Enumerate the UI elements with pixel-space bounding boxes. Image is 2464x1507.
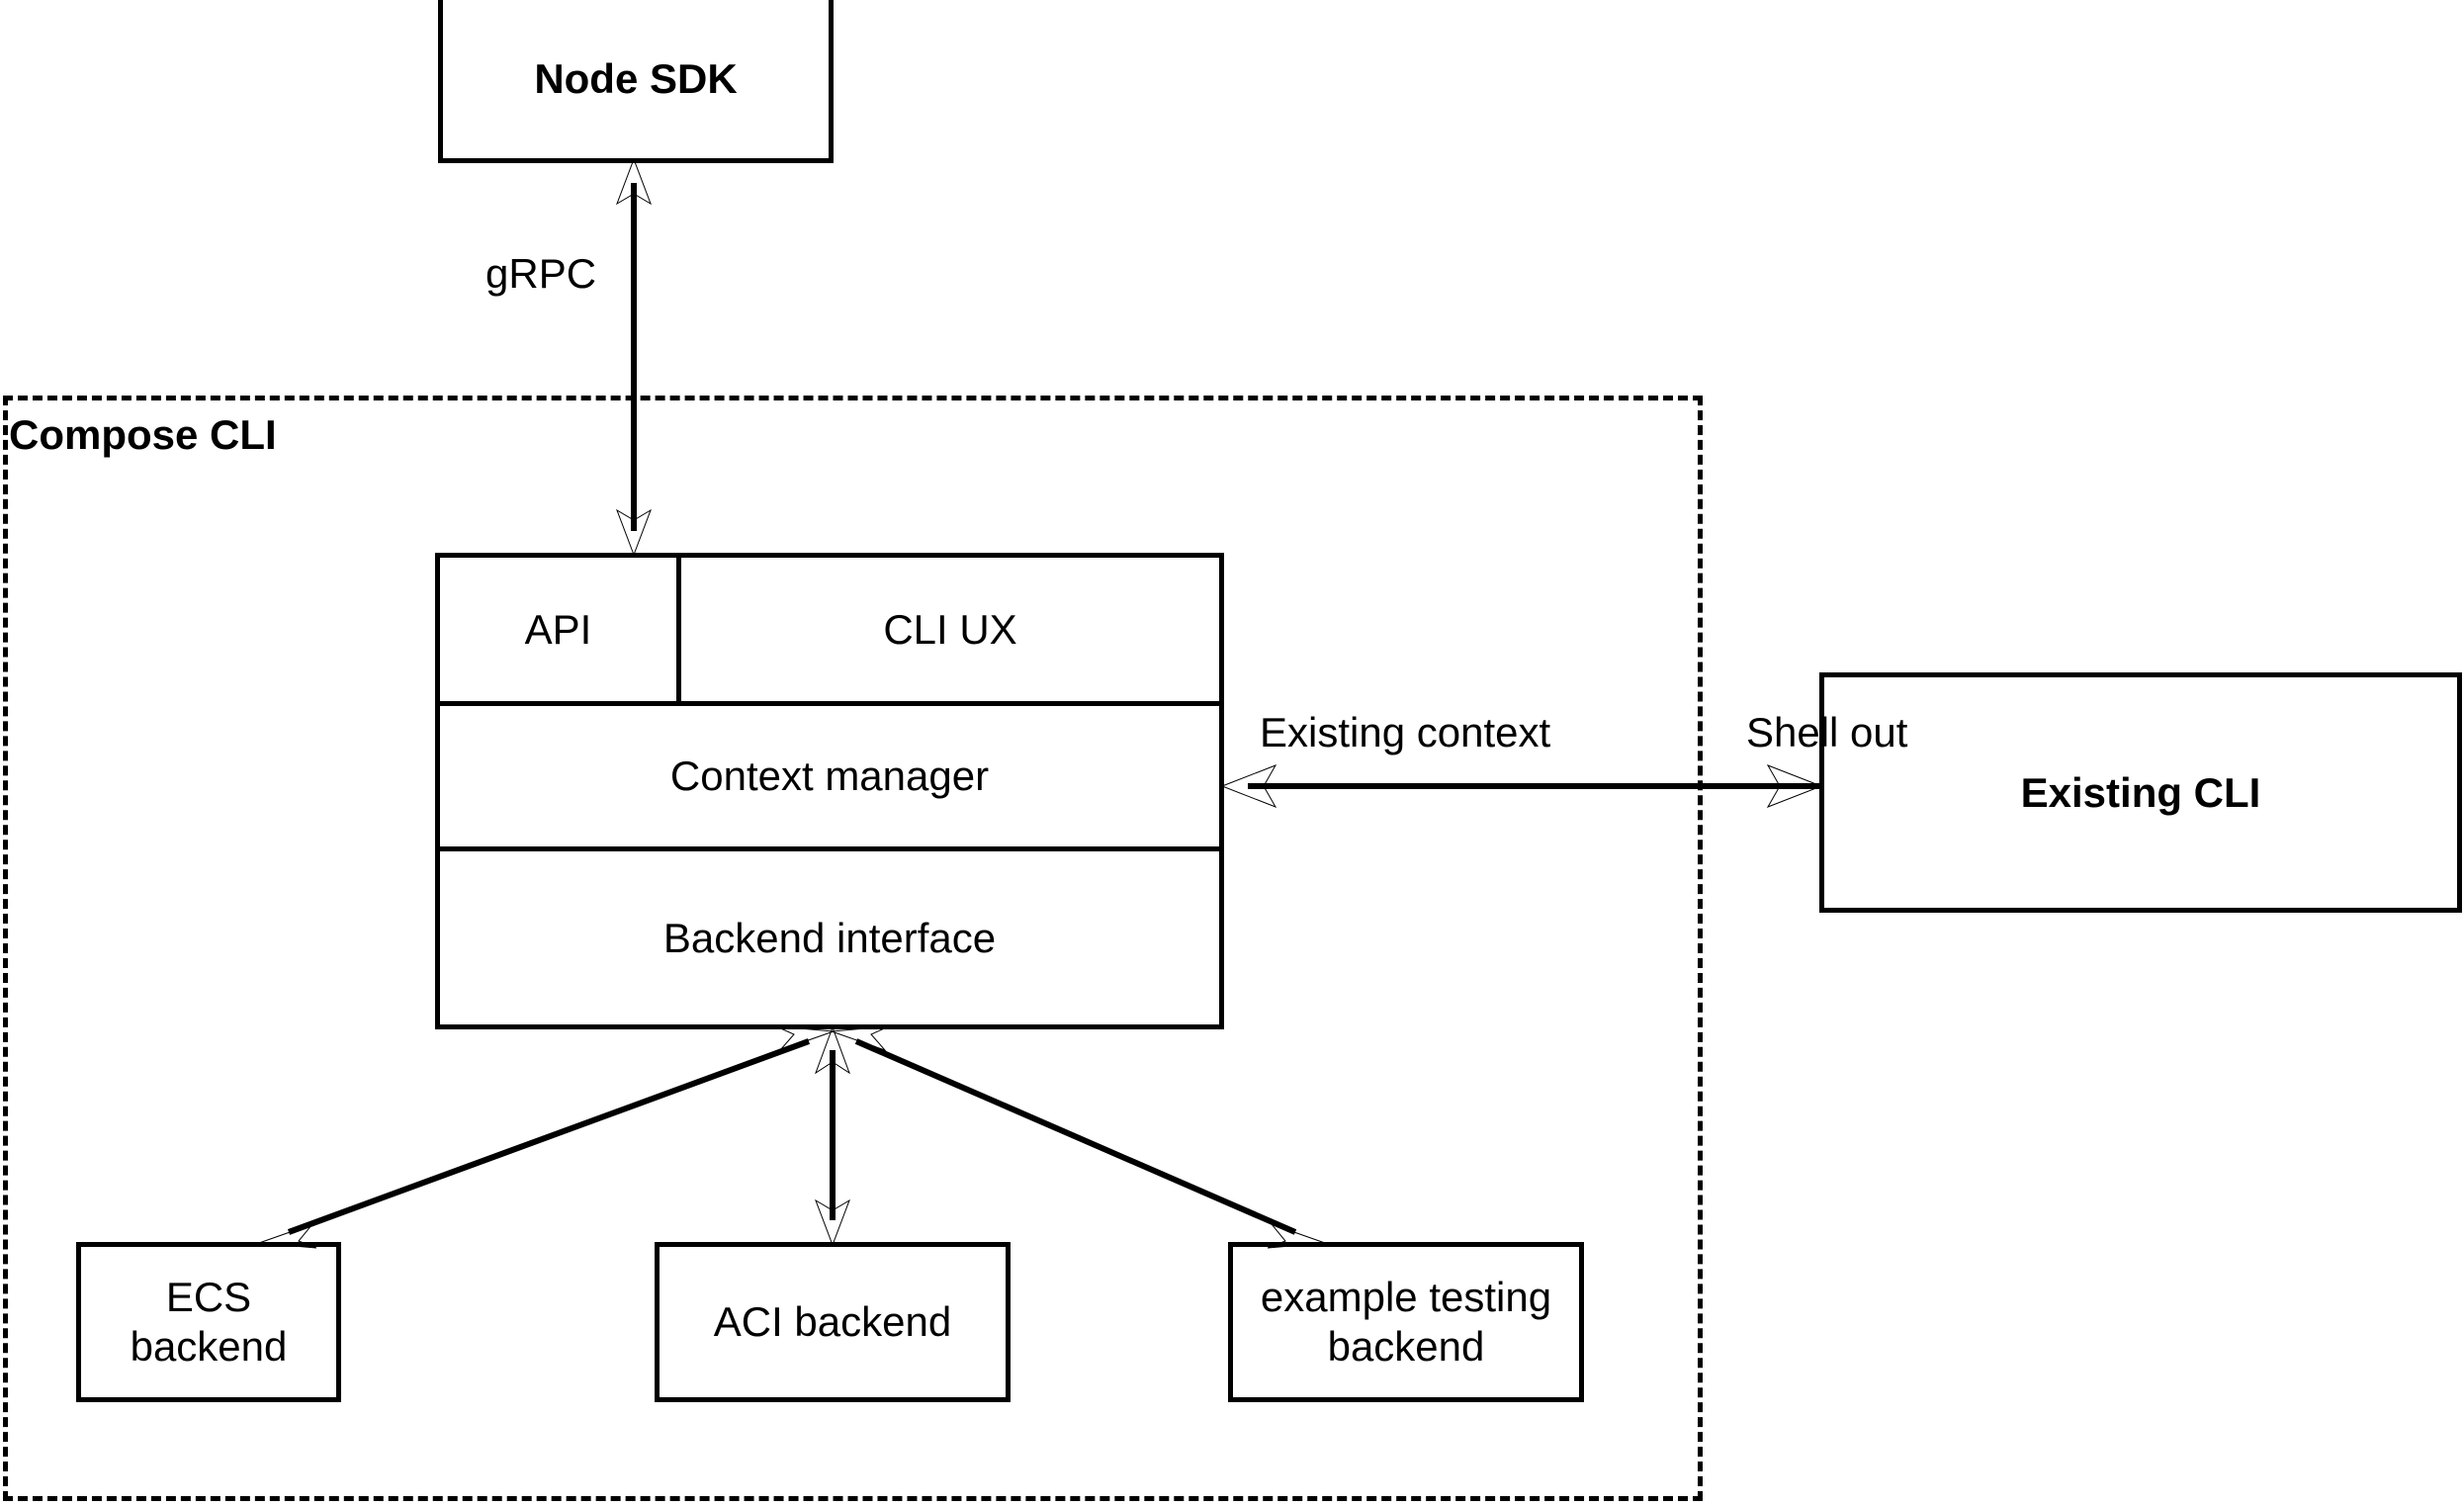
existing-cli-label: Existing CLI: [2020, 768, 2261, 816]
compose-cli-boundary-label: Compose CLI: [9, 411, 277, 458]
backend-interface-label: Backend interface: [662, 914, 997, 961]
arrowhead-right-icon: [1766, 764, 1823, 808]
arrowhead-up-icon: [815, 1025, 850, 1075]
existing-cli-box[interactable]: Existing CLI: [1819, 672, 2462, 913]
arrowhead-left-icon: [1220, 764, 1277, 808]
ecs-backend-box[interactable]: ECS backend: [76, 1242, 341, 1402]
aci-backend-label: ACI backend: [713, 1298, 952, 1346]
arrowhead-up-left-icon: [831, 1025, 890, 1052]
arrow-shell-out: [1766, 764, 1823, 808]
api-cell[interactable]: API: [440, 558, 681, 701]
arrowhead-up-right-icon: [775, 1025, 835, 1052]
cli-ux-cell[interactable]: CLI UX: [681, 558, 1219, 701]
cli-ux-label: CLI UX: [883, 605, 1017, 653]
compose-cli-component-stack: API CLI UX Context manager Backend inter…: [435, 553, 1224, 1029]
arrow-existing-context: [1220, 764, 1819, 808]
backend-interface-cell[interactable]: Backend interface: [440, 851, 1219, 1024]
arrowhead-down-icon: [815, 1198, 850, 1247]
arrowhead-down-icon: [616, 508, 652, 557]
node-sdk-label: Node SDK: [534, 55, 738, 103]
arrow-backend-example: [831, 1025, 1326, 1249]
edge-label-shell-out: Shell out: [1746, 709, 1908, 755]
example-testing-backend-label: example testing backend: [1260, 1274, 1552, 1370]
edge-label-grpc: gRPC: [485, 250, 597, 297]
arrow-backend-ecs: [258, 1025, 835, 1249]
ecs-backend-label: ECS backend: [130, 1274, 288, 1370]
context-manager-label: Context manager: [669, 753, 990, 799]
arrowhead-up-icon: [616, 157, 652, 206]
api-label: API: [524, 605, 592, 653]
stack-row-api-cliux: API CLI UX: [440, 558, 1219, 706]
example-testing-backend-box[interactable]: example testing backend: [1228, 1242, 1584, 1402]
node-sdk-box[interactable]: Node SDK: [438, 0, 834, 163]
arrow-backend-aci: [815, 1025, 850, 1247]
aci-backend-box[interactable]: ACI backend: [655, 1242, 1011, 1402]
arrow-grpc: [616, 157, 652, 557]
context-manager-cell[interactable]: Context manager: [440, 706, 1219, 851]
edge-label-existing-context: Existing context: [1260, 709, 1551, 755]
